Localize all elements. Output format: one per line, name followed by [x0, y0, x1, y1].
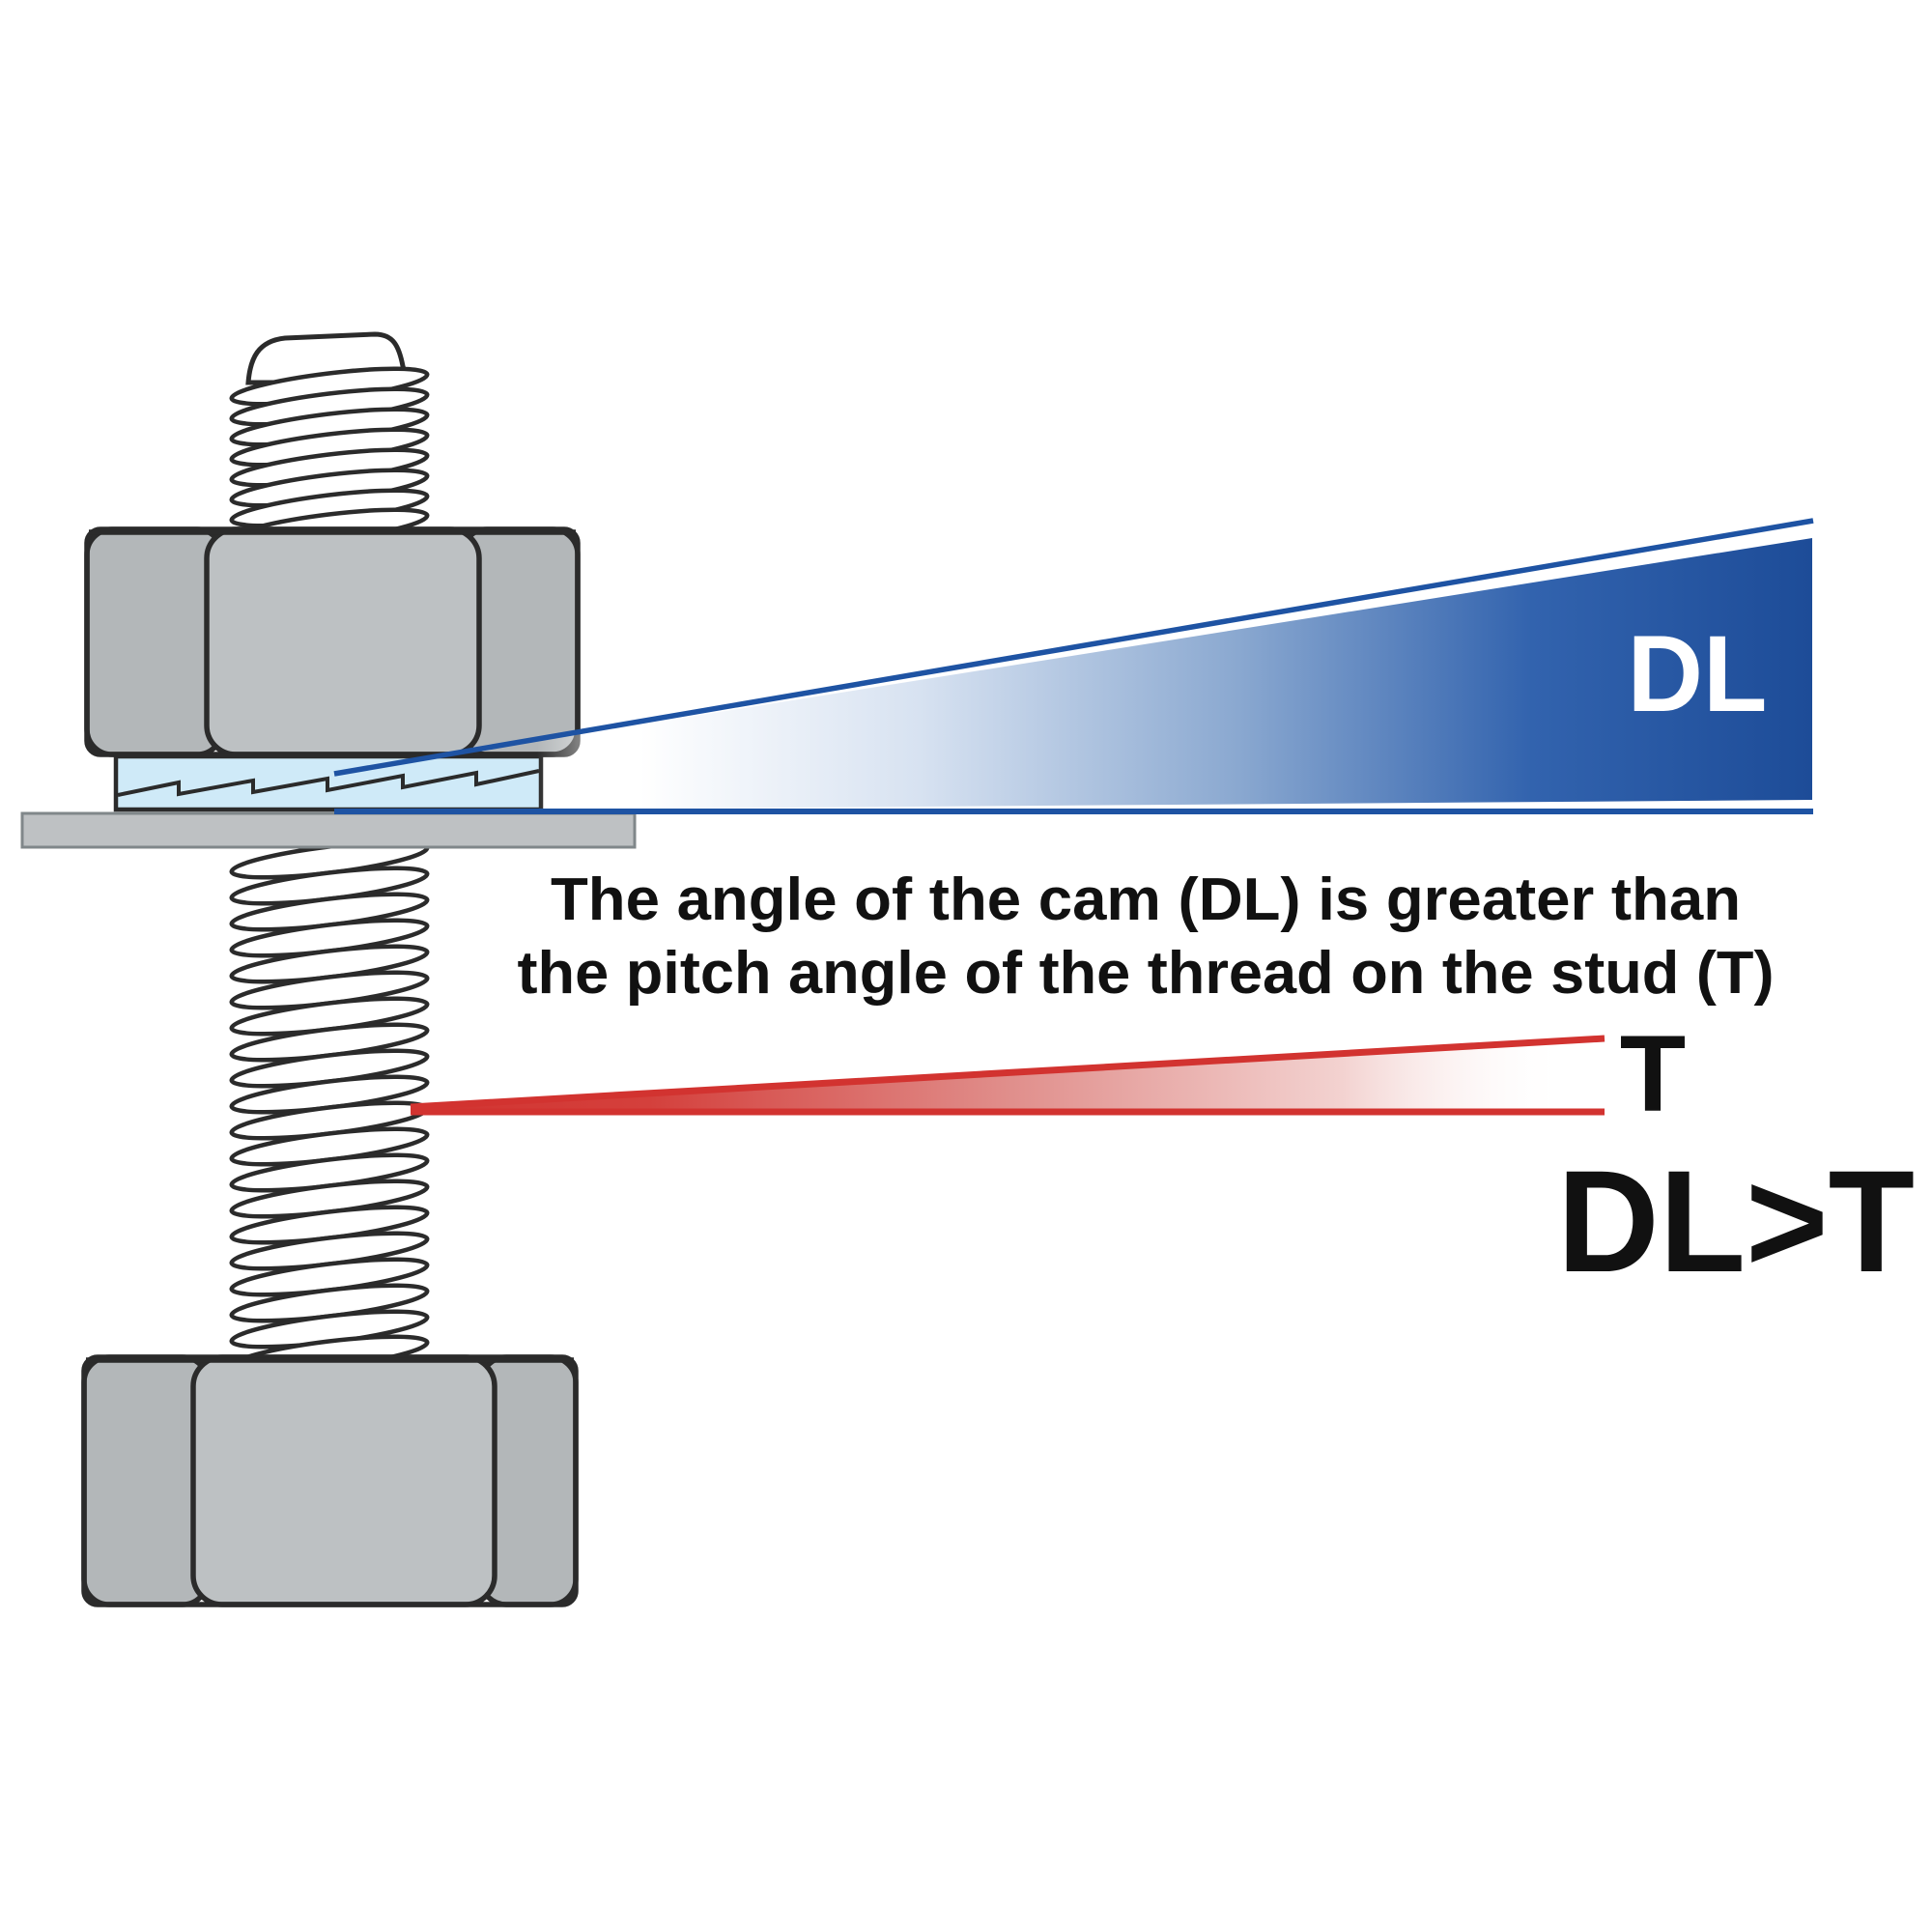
top-nut-facet-left — [84, 526, 225, 757]
bottom-nut-facet-left — [81, 1354, 211, 1607]
caption-line-2: the pitch angle of the thread on the stu… — [518, 940, 1775, 1007]
thread-pitch-line-top — [410, 1035, 1605, 1111]
caption: The angle of the cam (DL) is greater tha… — [518, 867, 1775, 1007]
comparison-label: DL>T — [1557, 1140, 1915, 1302]
bottom-hex-nut — [81, 1354, 579, 1607]
top-stud — [230, 331, 429, 553]
bottom-nut-facet-center — [190, 1354, 497, 1607]
cam-wedge-fill — [537, 538, 1812, 810]
cam-angle-label: DL — [1628, 613, 1768, 734]
cam-angle-wedge: DL — [333, 518, 1814, 814]
thread-pitch-wedge — [410, 1035, 1605, 1116]
washer-serration-zigzag — [117, 769, 540, 797]
top-nut-facet-center — [204, 526, 482, 757]
cam-angle-line — [333, 518, 1814, 777]
top-hex-nut — [84, 526, 581, 757]
bottom-nut-outline — [81, 1354, 579, 1607]
clamped-plate — [20, 811, 637, 849]
caption-line-1: The angle of the cam (DL) is greater tha… — [551, 867, 1741, 933]
top-stud-threads — [230, 361, 429, 553]
thread-pitch-label: T — [1620, 1013, 1686, 1134]
middle-stud-threads — [230, 835, 429, 1379]
cam-lock-washer — [113, 753, 544, 812]
